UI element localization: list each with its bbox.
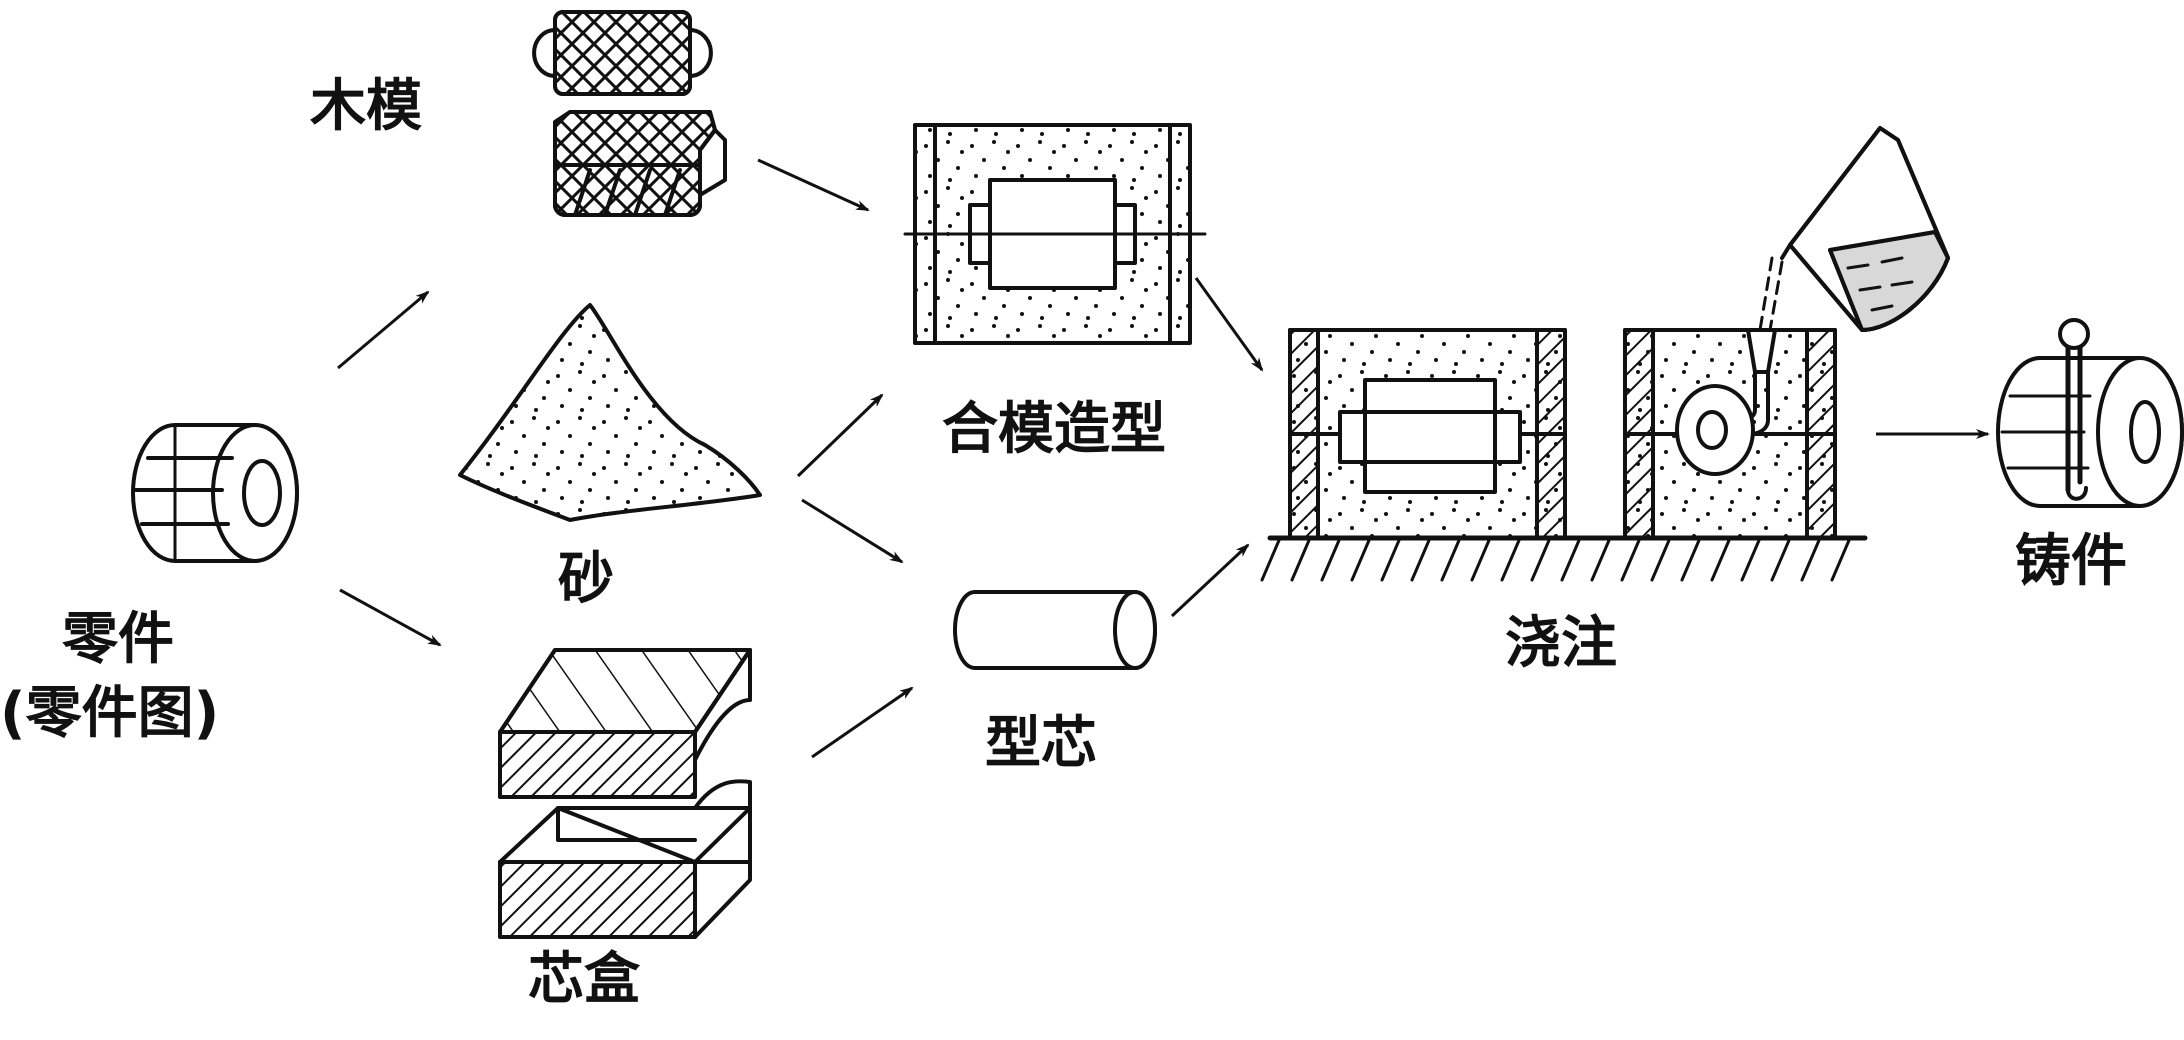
arrow-part-to-corebox xyxy=(339,588,442,647)
casting-cylinder-icon xyxy=(1996,318,2184,508)
label-wood-pattern: 木模 xyxy=(310,74,422,139)
core-cylinder-icon xyxy=(953,590,1157,670)
label-part-drawing: (零件图) xyxy=(0,681,220,746)
sand-pile-icon xyxy=(458,303,762,522)
label-part: 零件 xyxy=(62,607,174,672)
arrow-sand-to-mold xyxy=(796,393,884,478)
label-core: 型芯 xyxy=(985,711,1097,776)
core-box-bottom-icon xyxy=(498,779,752,939)
wood-pattern-top-icon xyxy=(532,10,713,96)
arrow-mold-to-pouring xyxy=(1194,277,1264,372)
label-sand: 砂 xyxy=(558,547,614,612)
ground-hatching xyxy=(1260,535,1868,582)
pouring-flask-right-icon xyxy=(1623,328,1837,540)
part-cylinder-icon xyxy=(131,423,299,563)
pouring-flask-left-icon xyxy=(1288,328,1567,540)
arrow-part-to-wood xyxy=(337,290,430,370)
arrow-sand-to-core xyxy=(801,498,904,564)
core-box-top-icon xyxy=(498,648,752,799)
wood-pattern-bottom-icon xyxy=(553,110,727,217)
arrow-wood-to-mold xyxy=(757,158,870,212)
arrow-corebox-to-core xyxy=(811,686,914,759)
label-casting: 铸件 xyxy=(2015,529,2127,594)
ladle-icon xyxy=(1758,126,1950,332)
label-core-box: 芯盒 xyxy=(528,947,640,1012)
label-mold-assembly: 合模造型 xyxy=(942,397,1166,462)
label-pouring: 浇注 xyxy=(1505,611,1617,676)
mold-assembly-icon xyxy=(903,123,1207,345)
arrow-core-to-pouring xyxy=(1170,543,1250,618)
